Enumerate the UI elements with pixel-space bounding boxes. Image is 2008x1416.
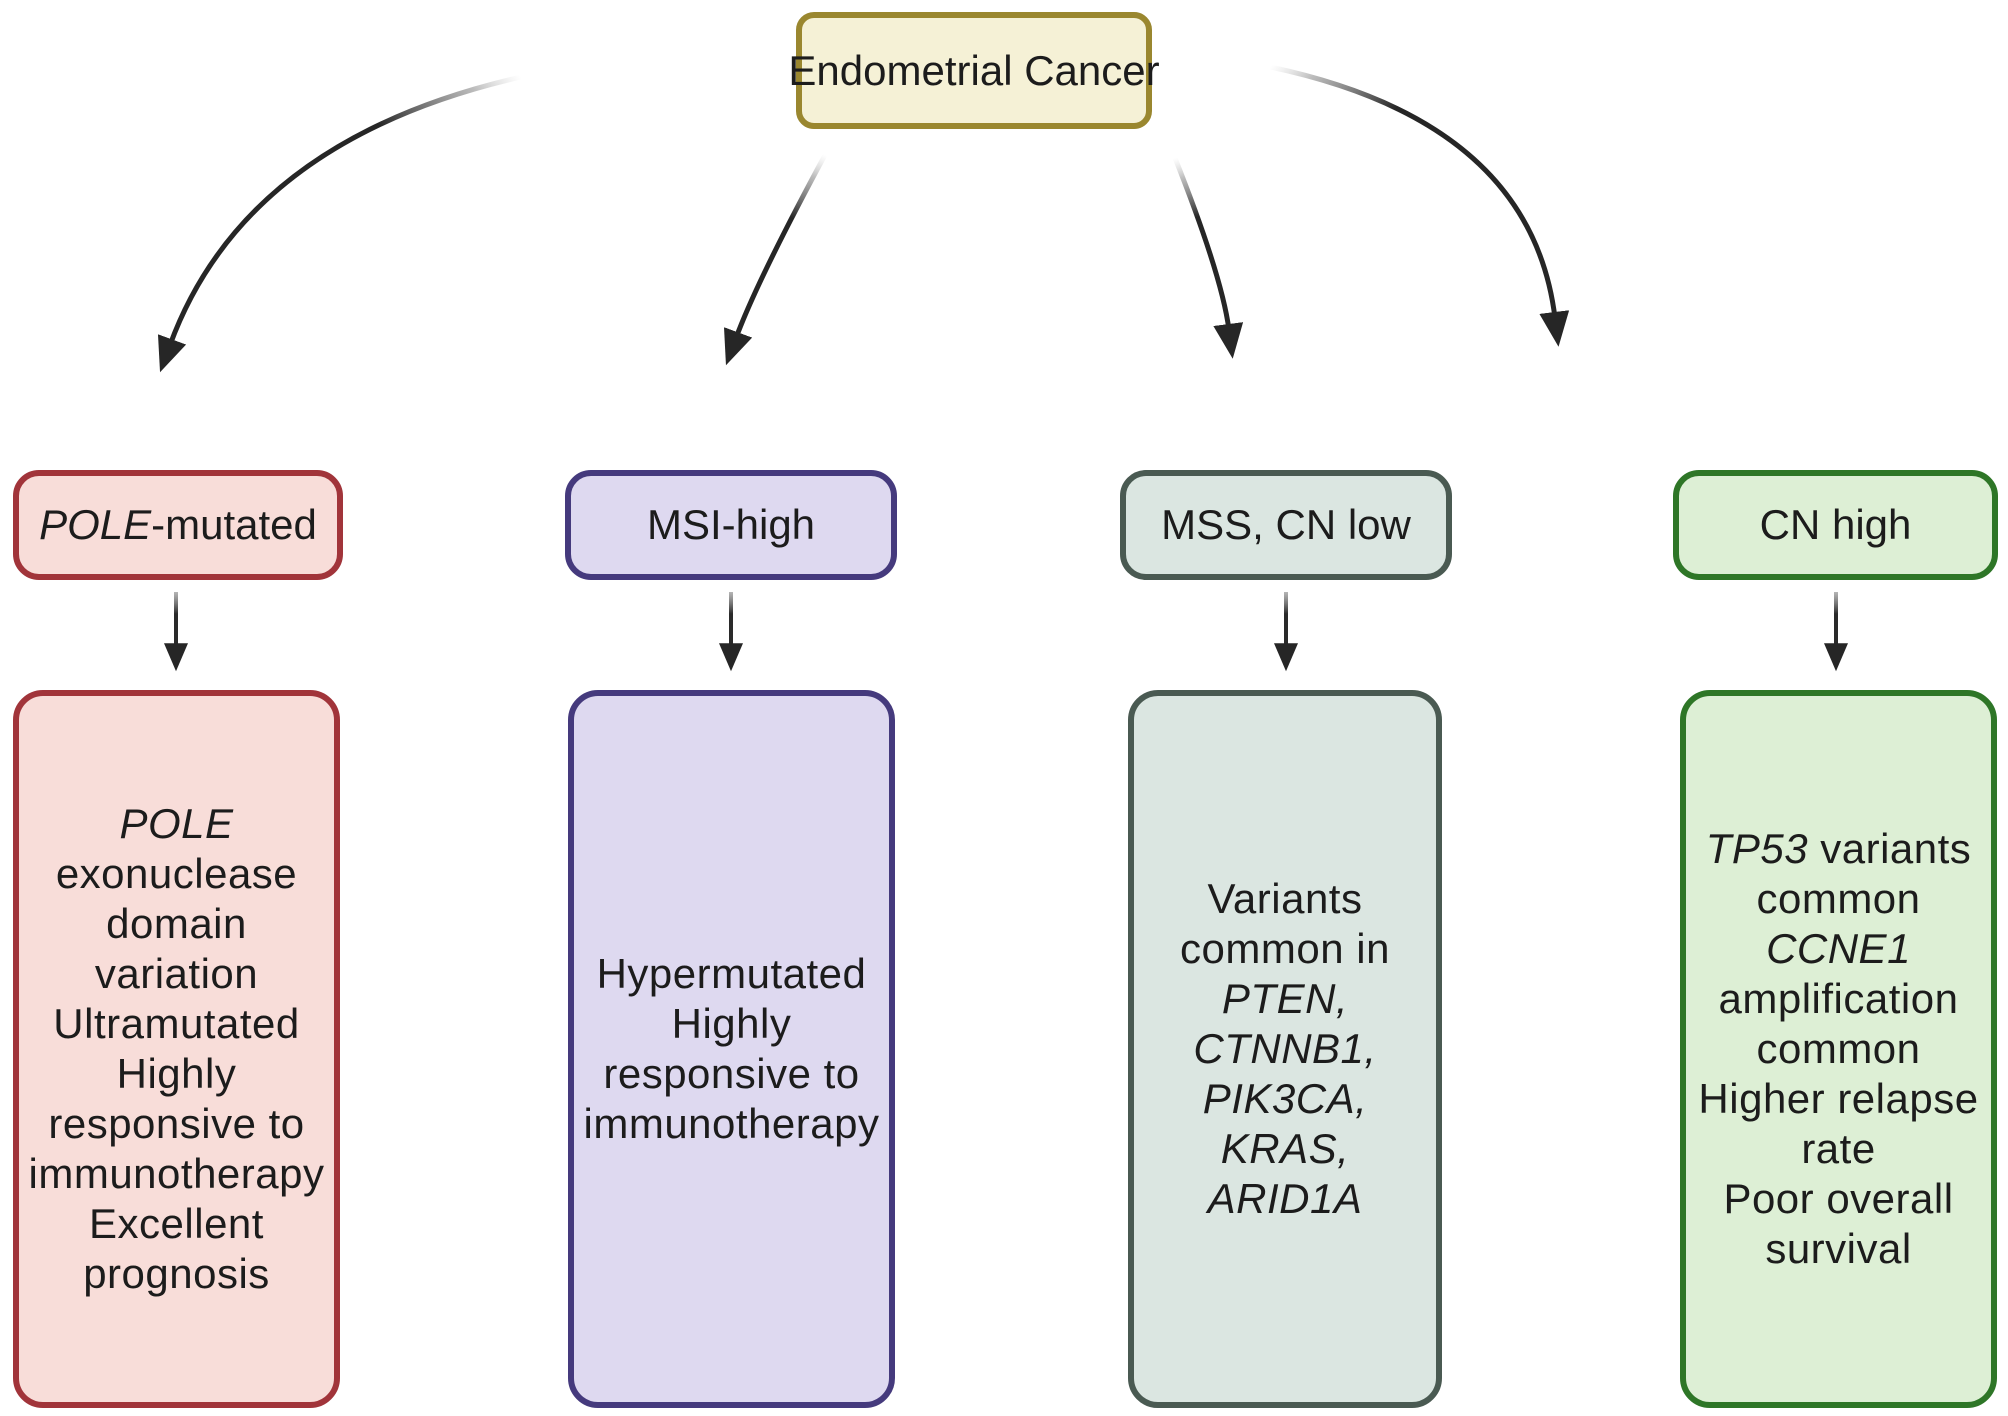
category-label: POLE-mutated bbox=[39, 501, 317, 548]
arrow-root-to-mss-cn-low bbox=[1172, 157, 1244, 359]
category-node-pole-mutated: POLE-mutated bbox=[13, 470, 343, 580]
category-label: MSS, CN low bbox=[1161, 501, 1411, 548]
category-node-msi-high: MSI-high bbox=[565, 470, 897, 580]
arrow-root-to-msi-high bbox=[724, 153, 828, 366]
category-label: CN high bbox=[1759, 501, 1912, 548]
category-label: MSI-high bbox=[646, 501, 816, 548]
arrow-root-to-pole-mutated bbox=[157, 74, 522, 373]
category-node-cn-high: CN high bbox=[1673, 470, 1998, 580]
root-node-endometrial-cancer: Endometrial Cancer bbox=[788, 12, 1160, 129]
category-node-mss-cn-low: MSS, CN low bbox=[1120, 470, 1452, 580]
root-node-label: Endometrial Cancer bbox=[788, 46, 1160, 94]
arrow-root-to-cn-high bbox=[1269, 64, 1570, 347]
